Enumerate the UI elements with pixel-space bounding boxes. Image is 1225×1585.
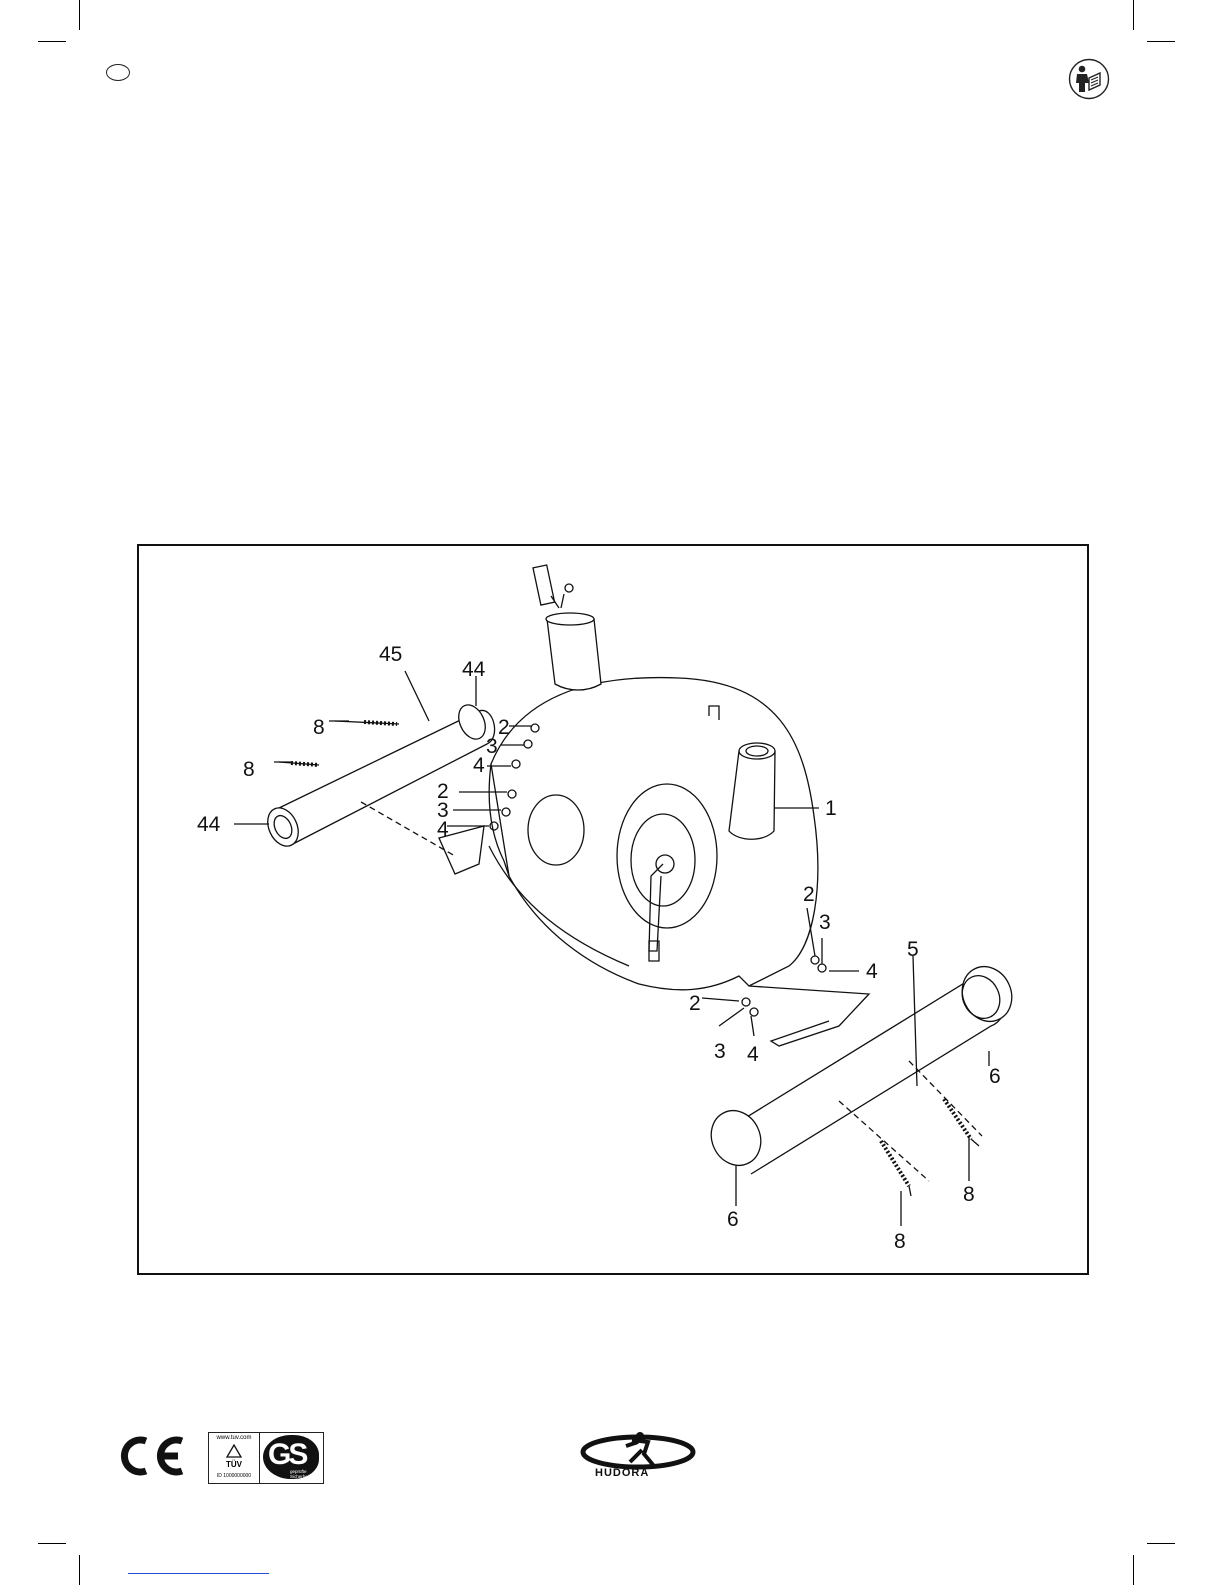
label-8: 8 bbox=[243, 758, 255, 781]
certification-badge: www.tuv.com TÜV ID 1000000000 GS geprüft… bbox=[208, 1432, 324, 1484]
crop-mark bbox=[38, 41, 66, 42]
label-44: 44 bbox=[462, 658, 486, 681]
footer-link[interactable] bbox=[128, 1573, 269, 1574]
label-3: 3 bbox=[714, 1040, 726, 1063]
label-3: 3 bbox=[486, 735, 498, 758]
label-6: 6 bbox=[989, 1065, 1001, 1088]
label-1: 1 bbox=[825, 797, 837, 820]
label-2: 2 bbox=[498, 716, 510, 739]
label-5: 5 bbox=[907, 938, 919, 961]
assembly-drawing: 45 44 44 8 8 2 3 4 2 3 4 1 2 3 4 5 2 3 4… bbox=[139, 546, 1087, 1273]
label-4: 4 bbox=[473, 754, 485, 777]
tuv-mark: www.tuv.com TÜV ID 1000000000 bbox=[209, 1433, 260, 1483]
label-6: 6 bbox=[727, 1208, 739, 1231]
crop-mark bbox=[1133, 0, 1134, 30]
label-8: 8 bbox=[963, 1183, 975, 1206]
crop-mark bbox=[79, 1555, 80, 1585]
label-4: 4 bbox=[437, 818, 449, 841]
label-45: 45 bbox=[379, 643, 402, 666]
read-manual-icon bbox=[1068, 58, 1110, 100]
label-44: 44 bbox=[197, 813, 221, 836]
crop-mark bbox=[1147, 41, 1175, 42]
tuv-triangle-icon bbox=[226, 1444, 242, 1458]
label-2: 2 bbox=[803, 883, 815, 906]
label-8: 8 bbox=[313, 716, 325, 739]
label-8: 8 bbox=[894, 1230, 906, 1253]
crop-mark bbox=[79, 0, 80, 30]
crop-mark bbox=[38, 1543, 66, 1544]
assembly-diagram: 45 44 44 8 8 2 3 4 2 3 4 1 2 3 4 5 2 3 4… bbox=[137, 544, 1089, 1275]
ce-mark: CE bbox=[116, 1435, 188, 1477]
svg-text:CE: CE bbox=[116, 1435, 118, 1436]
label-4: 4 bbox=[866, 960, 878, 983]
brand-name: HUDORA bbox=[595, 1467, 649, 1479]
gs-mark: GS geprüfte Sicherheit bbox=[260, 1433, 323, 1483]
crop-mark bbox=[1133, 1555, 1134, 1585]
language-badge bbox=[106, 64, 130, 81]
label-2: 2 bbox=[689, 992, 701, 1015]
crop-mark bbox=[1147, 1543, 1175, 1544]
label-3: 3 bbox=[819, 911, 831, 934]
label-4: 4 bbox=[747, 1043, 759, 1066]
